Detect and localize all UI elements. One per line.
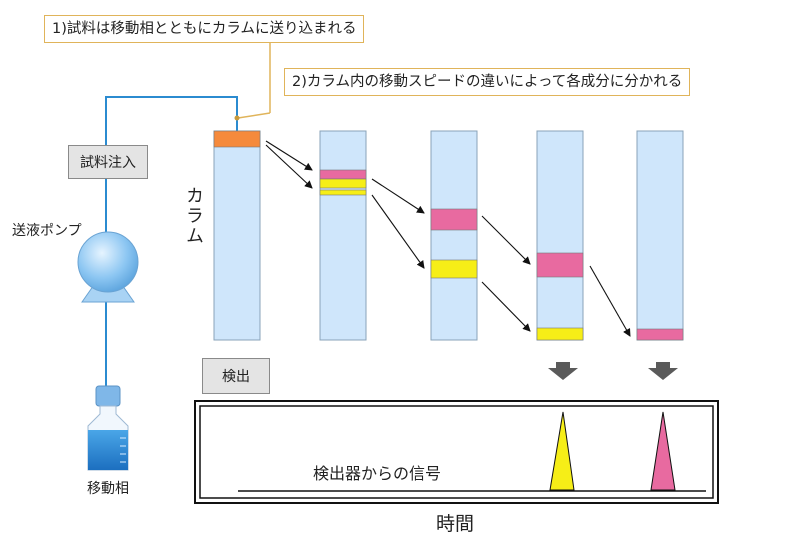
signal-label: 検出器からの信号 [313, 464, 442, 483]
down-arrow-icons [548, 362, 678, 380]
bands [213, 130, 684, 341]
pink-peak [650, 411, 676, 491]
pump-icon [77, 231, 139, 303]
detector-frame-inner [199, 405, 714, 499]
mobile-phase-label: 移動相 [87, 481, 129, 497]
column-2 [319, 130, 367, 341]
sample-band [213, 130, 261, 148]
step1-callout: 1)試料は移動相とともにカラムに送り込まれる [44, 15, 365, 43]
pump-label: 送液ポンプ [12, 223, 82, 239]
column-4 [536, 130, 584, 341]
yellow-peak [549, 411, 575, 491]
column-5 [636, 130, 684, 341]
column-1 [213, 130, 261, 341]
detector-frame-outer [194, 400, 719, 504]
migration-arrows [265, 140, 631, 337]
time-label: 時間 [436, 513, 475, 535]
step2-callout: 2)カラム内の移動スピードの違いによって各成分に分かれる [284, 68, 691, 96]
mobile-phase-bottle-icon [87, 385, 129, 471]
columns [213, 130, 684, 341]
sample-injection-label: 試料注入 [68, 145, 148, 179]
column-3 [430, 130, 478, 341]
detection-label: 検出 [202, 358, 270, 394]
column-label: カラム [183, 186, 204, 246]
